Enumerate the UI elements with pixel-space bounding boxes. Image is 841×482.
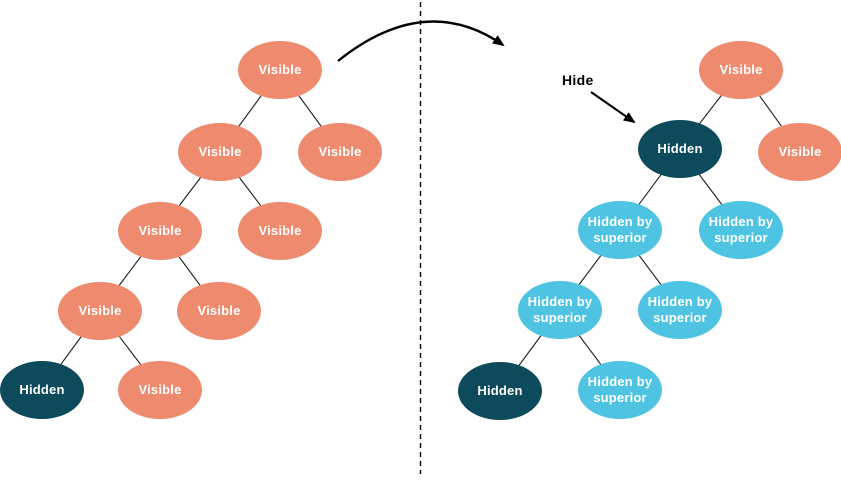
tree-node-hidden: Hidden xyxy=(638,120,722,178)
tree-node-visible: Visible xyxy=(58,282,142,340)
tree-node-hidden-by-superior: Hidden by superior xyxy=(578,201,662,259)
tree-node-visible: Visible xyxy=(758,123,841,181)
tree-node-hidden-by-superior: Hidden by superior xyxy=(578,361,662,419)
tree-node-visible: Visible xyxy=(178,123,262,181)
tree-node-hidden: Hidden xyxy=(0,361,84,419)
tree-node-visible: Visible xyxy=(238,202,322,260)
tree-node-visible: Visible xyxy=(238,41,322,99)
tree-node-visible: Visible xyxy=(699,41,783,99)
tree-node-hidden-by-superior: Hidden by superior xyxy=(518,281,602,339)
tree-node-hidden: Hidden xyxy=(458,362,542,420)
tree-node-hidden-by-superior: Hidden by superior xyxy=(699,201,783,259)
tree-node-visible: Visible xyxy=(177,282,261,340)
tree-node-visible: Visible xyxy=(118,361,202,419)
tree-node-hidden-by-superior: Hidden by superior xyxy=(638,281,722,339)
hide-annotation-label: Hide xyxy=(562,72,594,88)
tree-node-visible: Visible xyxy=(298,123,382,181)
tree-node-visible: Visible xyxy=(118,202,202,260)
